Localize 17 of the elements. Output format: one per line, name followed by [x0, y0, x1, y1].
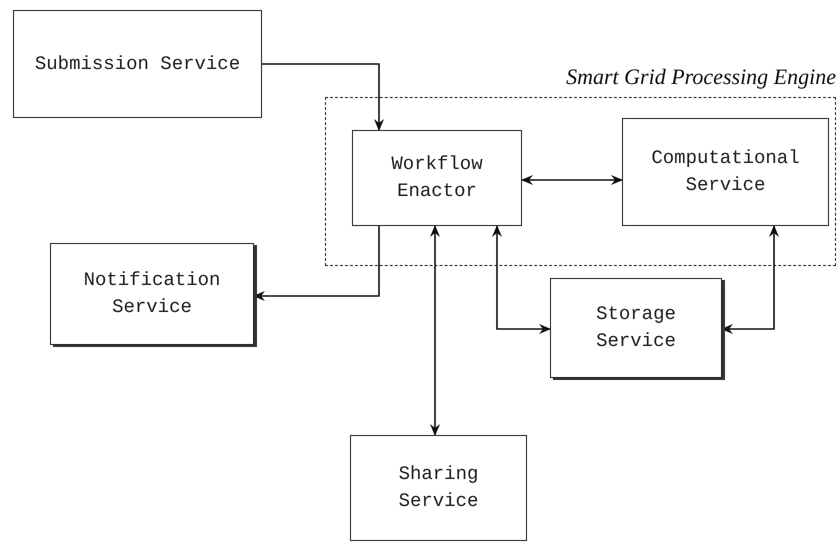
connector-arrow	[262, 63, 384, 131]
box-label: Computational Service	[650, 146, 801, 198]
box-label: Submission Service	[34, 52, 242, 76]
box-label: Storage Service	[595, 302, 677, 354]
service-box	[352, 130, 522, 226]
box-label: Sharing Service	[398, 462, 480, 514]
service-box	[550, 278, 722, 378]
connector-arrow	[521, 175, 623, 185]
service-box	[350, 435, 527, 541]
box-label: Workflow Enactor	[390, 152, 484, 204]
service-box	[622, 118, 829, 226]
connector-arrow	[430, 225, 440, 436]
group-title: Smart Grid Processing Engine	[566, 66, 836, 88]
box-label: Notification Service	[82, 268, 222, 320]
service-box	[50, 243, 254, 345]
service-box	[13, 10, 262, 118]
connector-arrow	[492, 225, 551, 334]
